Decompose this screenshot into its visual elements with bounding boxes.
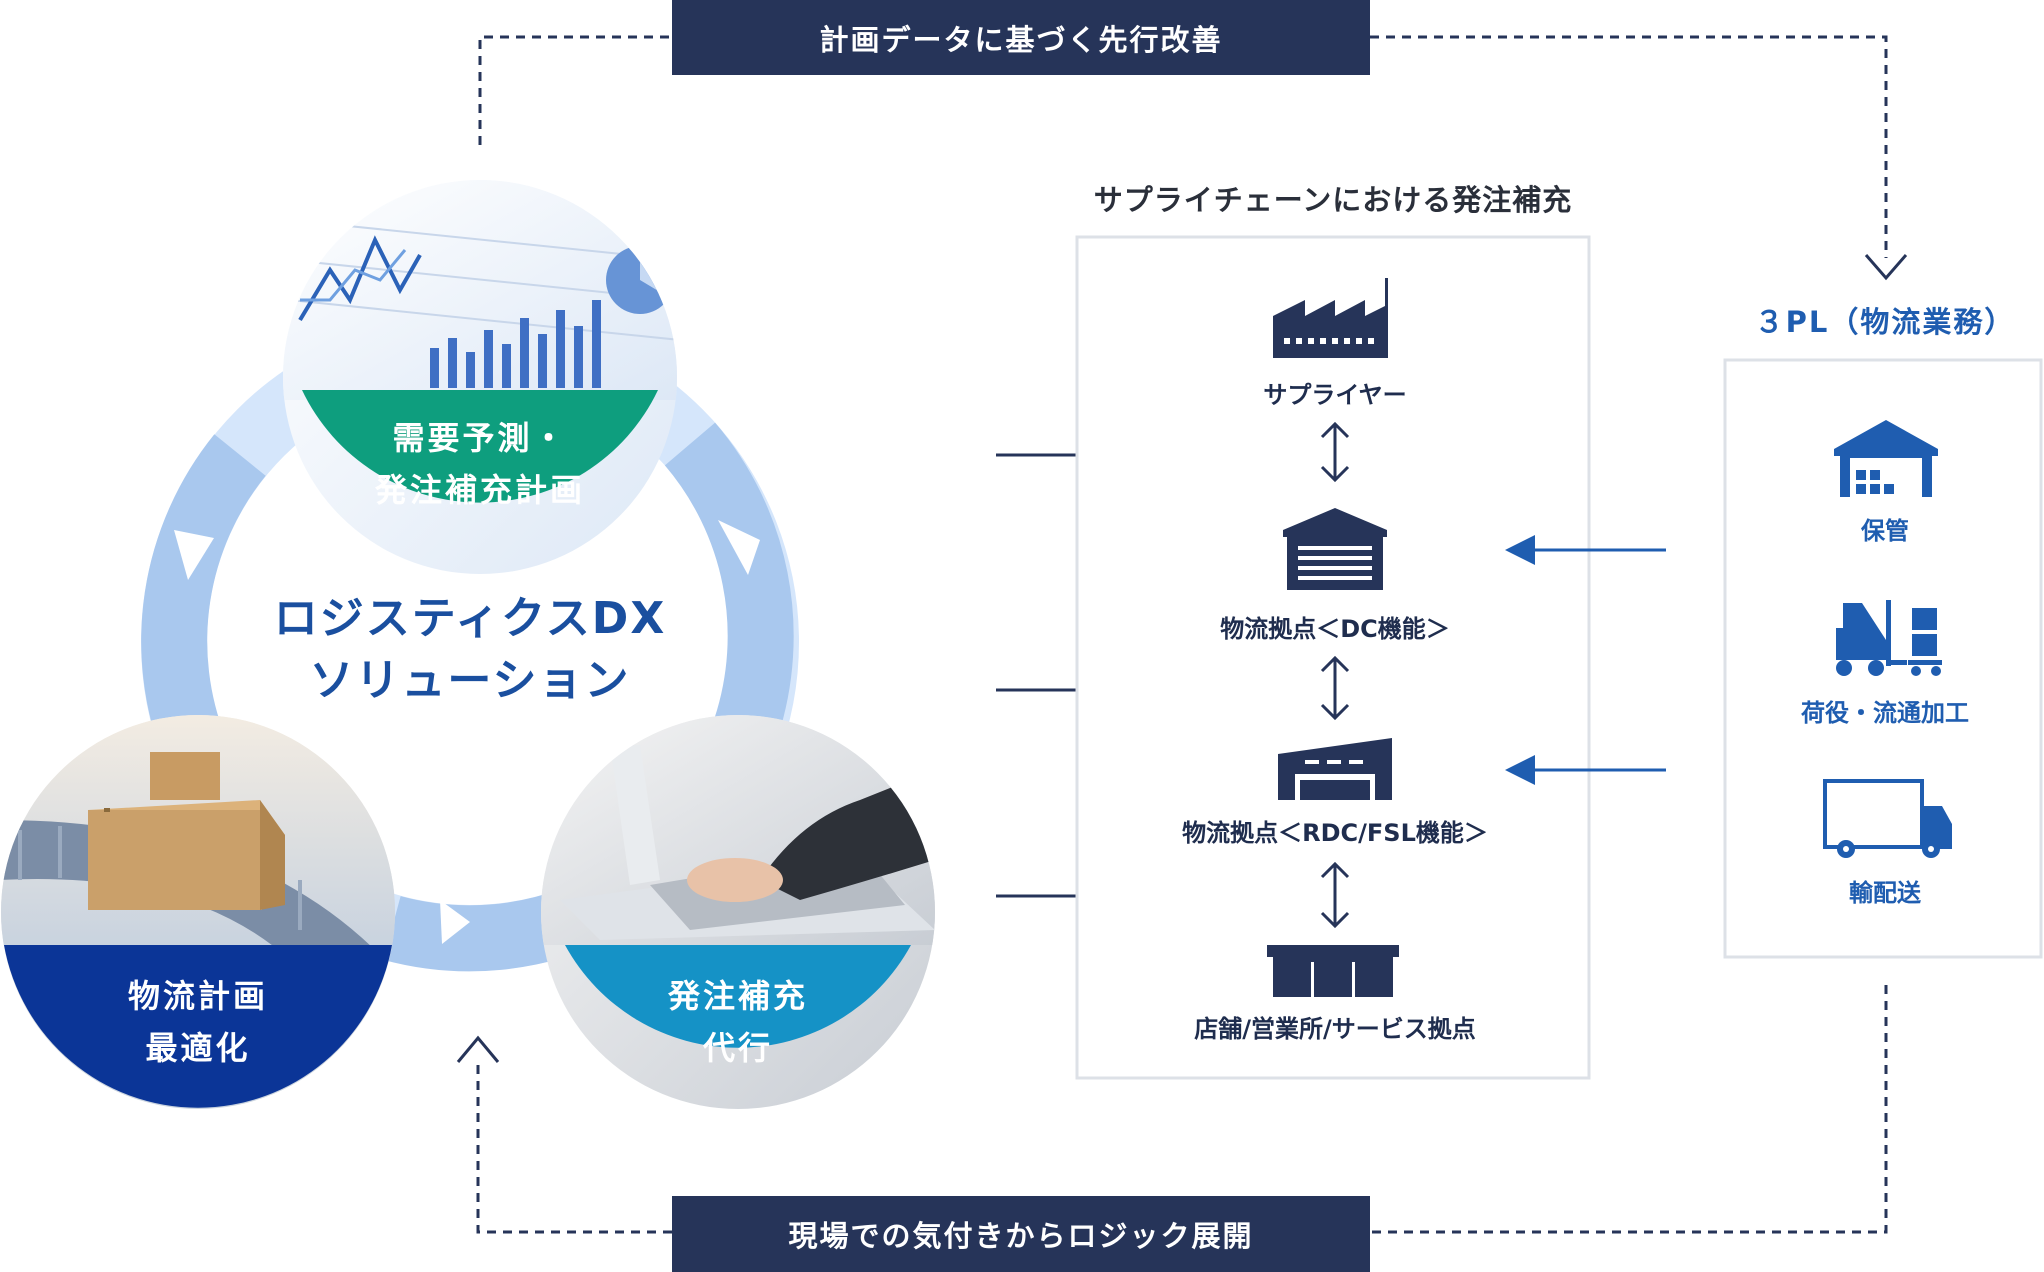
store-icon (1267, 945, 1399, 997)
supply-node-supplier: サプライヤー (1263, 380, 1407, 409)
bottom-feedback-banner: 現場での気付きからロジック展開 (672, 1196, 1370, 1272)
arrow-down-to-3pl (1864, 254, 1908, 281)
factory-icon (1273, 278, 1388, 358)
depot-icon (1278, 738, 1392, 800)
bottom-feedback-loop (476, 985, 1888, 1234)
logistics-planning-line1: 物流計画 (127, 977, 268, 1015)
3pl-title: ３PL（物流業務） (1754, 305, 2016, 339)
demand-forecast-label: 需要予測・ 発注補充計画 (320, 410, 640, 518)
top-feedback-banner: 計画データに基づく先行改善 (672, 0, 1370, 75)
supply-node-dc: 物流拠点＜DC機能＞ (1220, 614, 1450, 643)
demand-forecast-line1: 需要予測・ (392, 419, 568, 457)
arrow-head-3pl-1 (1505, 535, 1535, 565)
order-replenishment-band (565, 945, 911, 1048)
supply-chain-title: サプライチェーンにおける発注補充 (1093, 183, 1573, 217)
arrow-head-3pl-2 (1505, 755, 1535, 785)
order-replenishment-line2: 代行 (702, 1029, 773, 1067)
order-replenishment-label: 発注補充 代行 (590, 968, 886, 1076)
center-title-line2: ソリューション (309, 655, 631, 706)
3pl-to-supply-chain-arrows (1525, 548, 1666, 772)
top-feedback-loop (478, 35, 1888, 258)
cycle-center-label: ロジスティクスDX ソリューション (240, 585, 700, 715)
logistics-planning-label: 物流計画 最適化 (50, 968, 346, 1076)
3pl-item-storage: 保管 (1861, 516, 1909, 545)
logistics-planning-circle (1, 715, 395, 1109)
truck-icon (1823, 779, 1952, 858)
arrow-up-to-cycle (456, 1035, 500, 1063)
cycle-ring-arrowheads (174, 520, 760, 944)
3pl-item-handling: 荷役・流通加工 (1801, 698, 1969, 727)
forklift-icon (1836, 600, 1942, 676)
3pl-item-delivery: 輸配送 (1849, 878, 1921, 907)
supply-flow-arrows (1320, 421, 1350, 929)
business-chart-image (283, 180, 677, 400)
logistics-planning-band (4, 945, 392, 1108)
logistics-planning-line2: 最適化 (145, 1029, 251, 1067)
supply-chain-box (1075, 235, 1591, 1080)
supply-node-rdc-fsl: 物流拠点＜RDC/FSL機能＞ (1182, 818, 1488, 847)
storage-warehouse-icon (1834, 420, 1938, 497)
center-title-line1: ロジスティクスDX (273, 593, 667, 644)
order-replenishment-line1: 発注補充 (667, 977, 808, 1015)
demand-forecast-band (302, 390, 658, 503)
demand-forecast-line2: 発注補充計画 (374, 471, 585, 509)
supply-node-store: 店舗/営業所/サービス拠点 (1194, 1014, 1476, 1043)
warehouse-icon (1283, 508, 1387, 590)
